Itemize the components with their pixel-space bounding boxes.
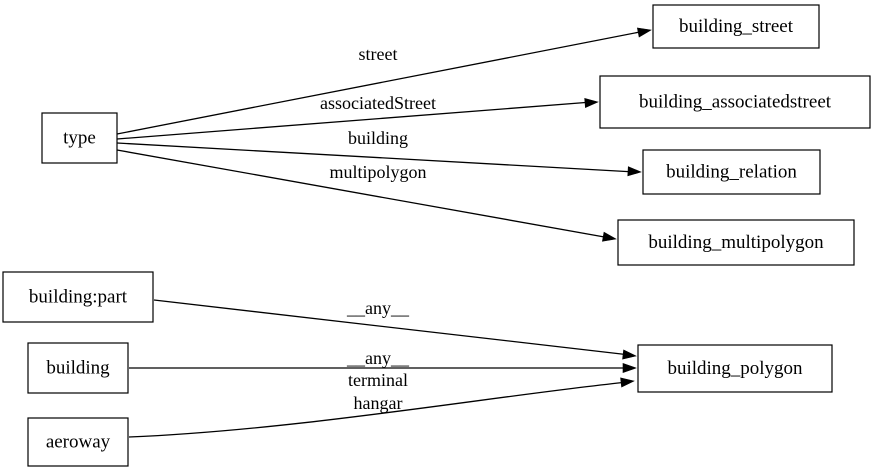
edge-arrowhead [622,362,637,374]
node-box [2,271,154,323]
node-label: type [63,127,96,148]
edge-line [116,142,636,173]
graph-node-building_multipolygon[interactable]: building_multipolygon [617,219,855,266]
node-label: building_associatedstreet [639,91,832,112]
graph-node-aeroway[interactable]: aeroway [27,417,129,467]
graph-node-building_polygon[interactable]: building_polygon [637,344,833,393]
graph-node-building_relation[interactable]: building_relation [642,149,821,195]
graph-node-building_associatedstreet[interactable]: building_associatedstreet [599,75,871,129]
node-box [642,149,821,195]
node-label: building [46,357,110,378]
edge-line [153,299,631,356]
edge-layer: street associatedStreet building multipolyg… [116,25,652,438]
graph-edge[interactable]: building [116,128,642,177]
edge-label: multipolygon [329,162,426,182]
graph-edge[interactable]: multipolygon [116,149,617,244]
edge-arrowhead [636,27,652,38]
edge-arrowhead [620,377,635,388]
node-label: building_relation [666,161,797,182]
node-label: building_polygon [667,358,803,379]
edge-line [116,149,611,239]
graph-node-building_street[interactable]: building_street [652,4,820,49]
edge-arrowhead [584,98,599,109]
edge-arrowhead [622,349,637,360]
node-box [652,4,820,49]
graph-node-building_part[interactable]: building:part [2,271,154,323]
node-label: building_multipolygon [648,232,824,253]
graph-edge[interactable]: __any__ [153,298,637,360]
edge-line [116,30,646,135]
node-label: aeroway [46,431,111,452]
graph-edge[interactable]: __any__ [129,348,637,374]
node-label: building_street [679,16,794,37]
graph-node-building[interactable]: building [27,342,129,394]
edge-label: __any__ [346,298,410,318]
graph-node-type[interactable]: type [41,112,118,164]
node-box [27,417,129,467]
node-box [41,112,118,164]
edge-arrowhead [627,166,642,177]
edge-label: associatedStreet [320,93,436,113]
graph-edge[interactable]: associatedStreet [116,93,599,140]
edge-label: building [348,128,408,148]
node-box [27,342,129,394]
edge-line [128,381,629,438]
node-layer: type building_street building_associatedst… [2,4,871,467]
edge-label: terminal [348,370,408,390]
node-label: building:part [29,286,128,307]
edge-label: __any__ [346,348,410,368]
edge-line [116,101,593,140]
node-box [617,219,855,266]
node-box [599,75,871,129]
graph-edge[interactable]: street [116,25,652,135]
node-box [637,344,833,393]
graph-edge[interactable]: terminal hangar [128,370,635,438]
edge-label: street [359,44,398,64]
edge-label: hangar [354,393,403,413]
edge-arrowhead [602,231,617,242]
